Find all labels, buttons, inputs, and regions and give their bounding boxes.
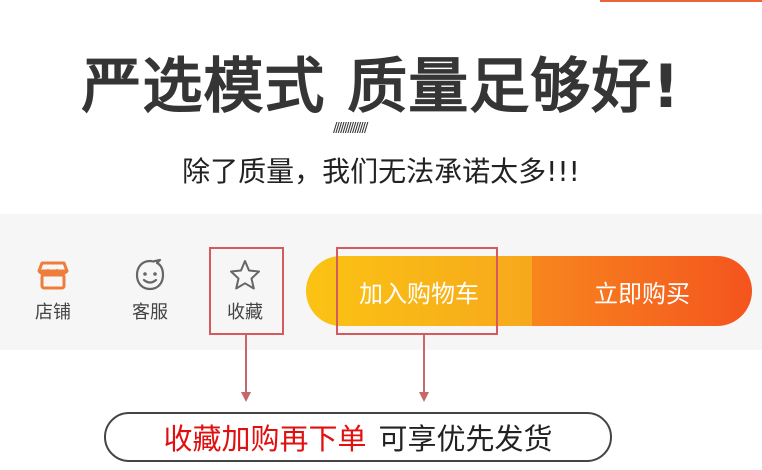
- nav-store-label: 店铺: [35, 302, 71, 323]
- cart-arrow-head: [419, 392, 429, 402]
- smiley-chat-icon: [135, 258, 165, 291]
- decorative-slashes: //////////////: [333, 121, 368, 136]
- notice-rest-text: 可享优先发货: [378, 422, 553, 456]
- nav-favorite[interactable]: 收藏: [215, 258, 275, 324]
- nav-favorite-label: 收藏: [227, 302, 263, 323]
- favorite-highlight-box: [209, 247, 284, 335]
- nav-customer-service[interactable]: 客服: [120, 258, 180, 324]
- cart-arrow-line: [423, 335, 425, 393]
- store-icon: [37, 261, 69, 290]
- nav-store[interactable]: 店铺: [23, 258, 83, 324]
- add-to-cart-button[interactable]: 加入购物车: [306, 256, 532, 326]
- buy-now-label: 立即购买: [594, 279, 690, 308]
- subline-text: 除了质量，我们无法承诺太多!!!: [182, 155, 580, 188]
- nav-service-label: 客服: [132, 302, 168, 323]
- buy-now-button[interactable]: 立即购买: [532, 256, 752, 326]
- subline-panel: [64, 118, 704, 214]
- cart-highlight-box: [336, 247, 498, 335]
- favorite-arrow-line: [245, 335, 247, 393]
- notice-highlight-text: 收藏加购再下单: [163, 422, 367, 456]
- page-headline: 严选模式 质量足够好!: [81, 52, 681, 122]
- top-accent-line: [600, 0, 762, 2]
- star-icon: [230, 260, 260, 290]
- bottom-action-bar: 店铺 客服 收藏: [0, 244, 762, 340]
- add-to-cart-label: 加入购物车: [359, 279, 479, 308]
- priority-shipping-notice: 收藏加购再下单 可享优先发货: [104, 412, 612, 462]
- favorite-arrow-head: [241, 392, 251, 402]
